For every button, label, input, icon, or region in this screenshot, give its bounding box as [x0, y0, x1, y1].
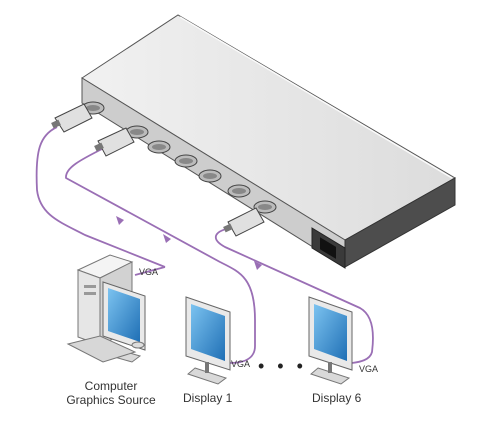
arrow-icon — [163, 234, 171, 243]
vga-cable-set — [35, 126, 374, 364]
power-socket-icon — [311, 227, 346, 269]
keyboard-icon — [66, 335, 137, 363]
vga-label-display1: VGA — [231, 359, 251, 369]
mouse-icon — [131, 341, 145, 349]
cable-computer — [35, 126, 166, 268]
vga-connector-icon — [223, 207, 265, 237]
arrow-icon — [254, 261, 262, 270]
monitor-icon — [185, 296, 231, 385]
display1-label: Display 1 — [183, 391, 233, 405]
vga-label-computer: VGA — [139, 267, 159, 277]
ellipsis: • • • — [258, 356, 307, 376]
cable-computer-end — [134, 266, 166, 276]
vga-port-icon — [174, 154, 198, 168]
vga-label-display6: VGA — [359, 364, 379, 374]
cable-display6 — [214, 227, 374, 364]
computer-label-line1: Computer — [84, 379, 138, 393]
computer-label-line2: Graphics Source — [66, 393, 156, 407]
arrow-icon — [116, 216, 124, 225]
vga-port-icon — [227, 184, 251, 198]
vga-port-icon — [198, 169, 222, 183]
vga-port-icon — [147, 140, 171, 154]
vga-port-icon — [253, 200, 277, 214]
vga-connector-icon — [94, 127, 135, 157]
display6-label: Display 6 — [312, 391, 362, 405]
distribution-amplifier-icon — [81, 14, 457, 268]
computer-label: Computer Graphics Source — [66, 379, 156, 407]
monitor-icon — [308, 296, 353, 385]
cable-display1 — [65, 147, 256, 364]
vga-connector-icon — [51, 103, 93, 133]
